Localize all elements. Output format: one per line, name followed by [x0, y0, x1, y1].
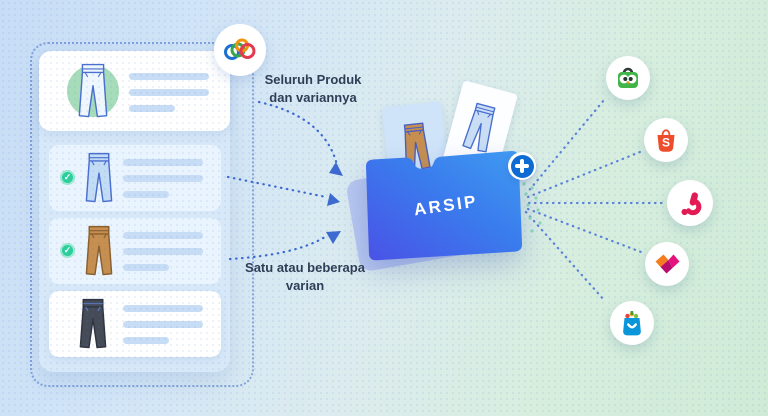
shopee-bag-icon: S — [657, 129, 675, 152]
marketplace-bukalapak — [667, 180, 713, 226]
product-row: ✓ — [49, 145, 221, 211]
pants-brown-icon — [85, 225, 113, 276]
label-all-products: Seluruh Produk dan variannya — [264, 72, 362, 105]
label-some-variants: Satu atau beberapa varian — [245, 260, 365, 293]
blibli-bag-icon — [623, 311, 641, 336]
bukalapak-b-icon — [681, 192, 702, 216]
decorative-dots — [522, 182, 542, 233]
channel-lines — [524, 98, 666, 302]
jeans-white-icon — [78, 63, 108, 118]
tokopedia-bag-icon — [618, 67, 638, 88]
omnichannel-rings-icon — [214, 24, 266, 76]
product-list-panel: ✓ ✓ — [39, 51, 230, 372]
marketplace-tokopedia — [606, 56, 650, 100]
product-row — [39, 51, 230, 131]
pants-brown-icon — [403, 122, 431, 171]
jeans-blue-icon — [85, 152, 113, 203]
product-row: ✓ — [49, 218, 221, 284]
selection-frame — [30, 42, 254, 387]
marketplace-blibli — [610, 301, 654, 345]
archive-folder — [365, 150, 523, 261]
check-icon: ✓ — [60, 170, 75, 185]
marketplace-shopee: S — [644, 118, 688, 162]
svg-text:S: S — [662, 136, 670, 150]
skeleton-text-lines — [123, 305, 203, 344]
skeleton-text-lines — [129, 73, 209, 112]
product-card-jeans — [442, 80, 518, 176]
lazada-heart-icon — [655, 254, 680, 274]
skeleton-text-lines — [123, 159, 203, 198]
jeans-blue-icon — [462, 102, 496, 153]
product-card-brown — [381, 101, 451, 193]
marketplace-lazada — [645, 242, 689, 286]
skeleton-text-lines — [123, 232, 203, 271]
product-row — [49, 291, 221, 357]
flow-arrows — [226, 100, 343, 261]
check-icon: ✓ — [60, 243, 75, 258]
jeans-dark-icon — [79, 298, 107, 349]
plus-icon — [508, 152, 536, 180]
